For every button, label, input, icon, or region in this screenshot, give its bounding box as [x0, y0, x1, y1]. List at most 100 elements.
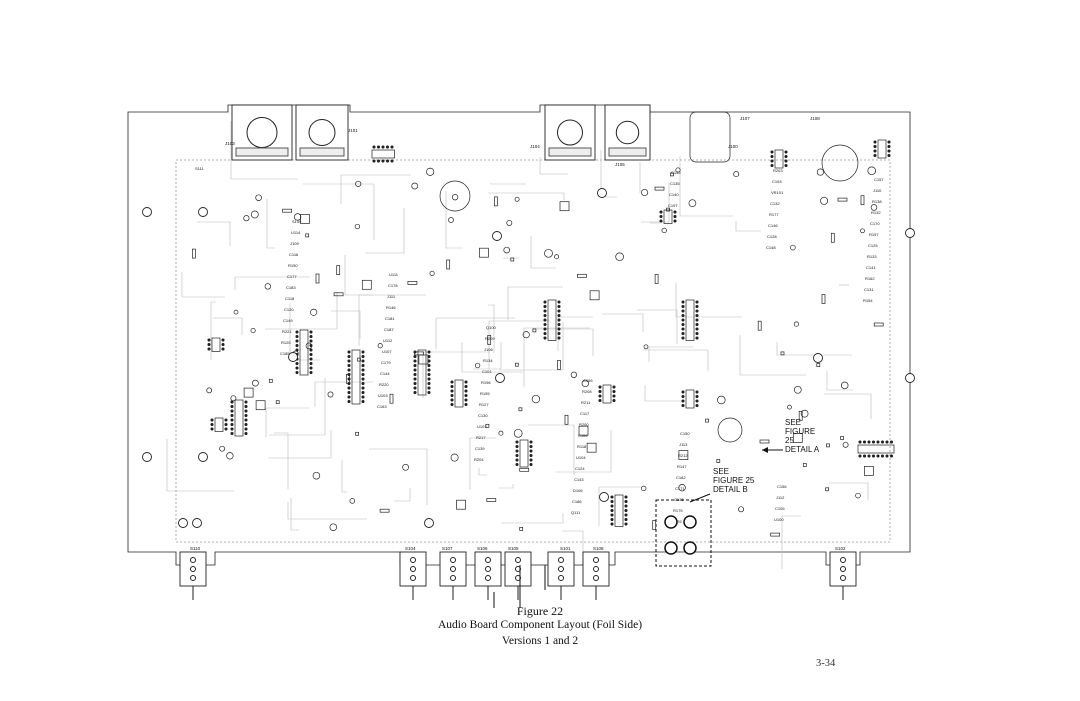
passive-component	[479, 247, 489, 258]
ic-chip	[413, 349, 431, 396]
mounting-hole	[142, 207, 152, 217]
passive-component	[446, 259, 451, 270]
pcb-trace	[197, 221, 231, 246]
passive-component	[577, 273, 587, 278]
ic-chip	[770, 149, 788, 169]
passive-component	[787, 404, 792, 410]
passive-component	[255, 400, 266, 411]
ic-chip	[515, 439, 533, 468]
switch-label: S102	[835, 546, 846, 551]
mounting-hole	[198, 207, 208, 217]
passive-component	[514, 196, 520, 202]
passive-component	[821, 294, 826, 304]
passive-component	[570, 371, 578, 378]
pcb-trace	[781, 515, 801, 569]
power-jack	[689, 111, 731, 163]
mounting-hole	[198, 452, 208, 462]
pcb-trace	[490, 183, 526, 185]
reference-designator: U103	[378, 393, 388, 398]
ic-chip	[230, 399, 248, 437]
passive-component	[450, 453, 459, 462]
pcb-trace	[641, 182, 670, 223]
reference-designator: R118	[577, 444, 587, 449]
reference-designator: C150	[680, 431, 690, 436]
reference-designator: C163	[377, 404, 387, 409]
reference-designator: C136	[674, 497, 684, 502]
reference-designator: C179	[381, 360, 391, 365]
passive-component	[243, 387, 254, 398]
passive-component	[300, 214, 310, 224]
board-outline	[127, 104, 911, 566]
passive-component	[652, 520, 657, 530]
pushbutton-switch	[582, 551, 610, 600]
pushbutton-switch	[399, 551, 427, 600]
pcb-trace	[644, 385, 682, 402]
pcb-trace	[473, 342, 502, 370]
reference-designator: C116	[289, 252, 299, 257]
reference-designator: C128	[767, 234, 777, 239]
switch-label: S105	[508, 546, 519, 551]
reference-designator: C130	[478, 413, 488, 418]
pushbutton-switch	[179, 551, 207, 600]
passive-component	[840, 381, 849, 390]
passive-component	[793, 385, 802, 394]
passive-component	[361, 279, 372, 290]
reference-designator: C131	[864, 287, 874, 292]
reference-designator: U111	[389, 272, 399, 277]
passive-component	[282, 208, 292, 213]
pcb-trace	[556, 430, 612, 473]
reference-designator: C118	[285, 296, 295, 301]
callout-text: DETAIL A	[785, 445, 820, 454]
pcb-trace	[478, 468, 487, 476]
reference-designator: J112	[776, 495, 785, 500]
passive-component	[738, 506, 745, 513]
reference-designator: C140	[669, 192, 679, 197]
trim-potentiometer	[717, 417, 743, 443]
switch-label: S110	[190, 546, 201, 551]
reference-designator: R211	[581, 400, 591, 405]
pcb-trace	[643, 349, 709, 371]
pcb-trace	[523, 327, 590, 387]
passive-component	[873, 322, 884, 327]
reference-designator: U104	[576, 455, 586, 460]
reference-designator: Q100	[486, 325, 497, 330]
passive-component	[305, 233, 310, 238]
pcb-trace	[234, 276, 310, 290]
ic-chip	[371, 145, 395, 163]
reference-designator: D106	[573, 488, 583, 493]
reference-designator: C187	[384, 327, 394, 332]
ic-chip	[450, 379, 468, 408]
reference-designator: R204	[474, 457, 484, 462]
pcb-trace	[501, 513, 564, 524]
passive-component	[826, 443, 830, 448]
reference-designator: R177	[769, 212, 779, 217]
reference-designator: U107	[382, 349, 392, 354]
passive-component	[426, 167, 435, 176]
figure-subtitle: Versions 1 and 2	[501, 635, 579, 647]
reference-designator: C145	[671, 170, 681, 175]
rca-jack	[231, 104, 293, 161]
passive-component	[641, 485, 647, 492]
passive-component	[312, 471, 321, 480]
passive-component	[554, 254, 560, 260]
passive-component	[717, 395, 726, 405]
passive-component	[705, 418, 709, 423]
passive-component	[498, 430, 504, 436]
reference-designator: R150	[288, 263, 298, 268]
reference-designator: C177	[287, 274, 297, 279]
passive-component	[792, 433, 803, 443]
passive-component	[513, 428, 523, 438]
passive-component	[250, 210, 259, 219]
pushbutton-switch	[829, 551, 857, 600]
passive-component	[816, 363, 821, 367]
passive-component	[816, 168, 824, 176]
pcb-trace	[539, 157, 568, 175]
reference-designator: R203	[773, 168, 783, 173]
reference-designator: C164	[578, 433, 588, 438]
rca-jack	[295, 104, 349, 161]
passive-component	[250, 327, 256, 334]
passive-component	[802, 463, 807, 467]
reference-designator: R146	[386, 305, 396, 310]
passive-component	[510, 257, 515, 262]
